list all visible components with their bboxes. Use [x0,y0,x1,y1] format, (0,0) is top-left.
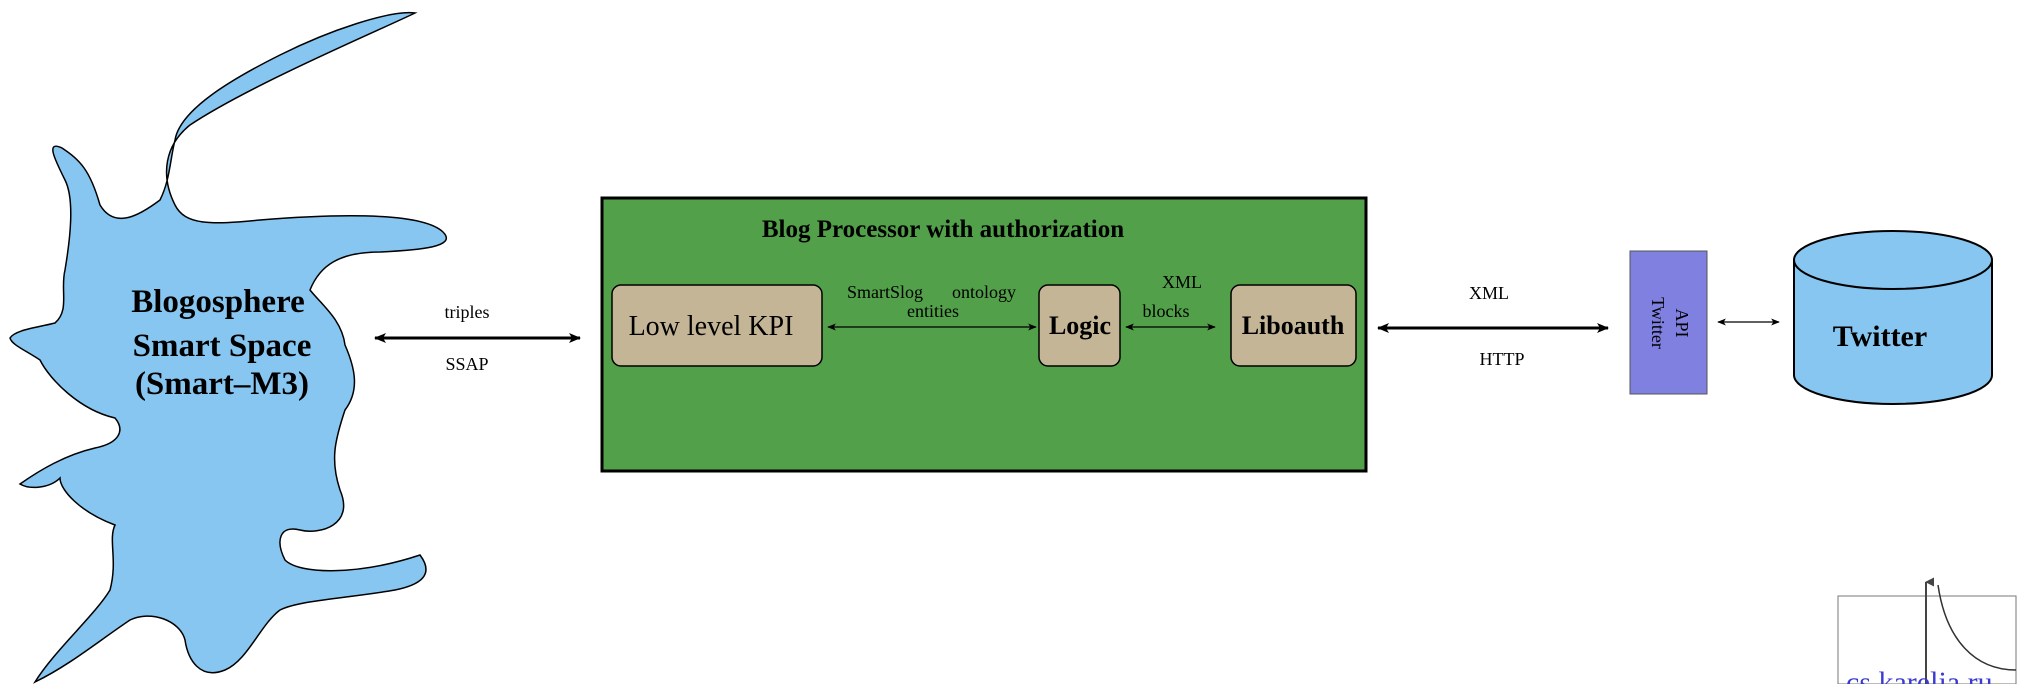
kpi-module-box [611,284,823,367]
logic-module-label: Logic [1049,311,1111,340]
liboauth-module-box [1230,284,1357,367]
http-link-top-label: XML [1469,283,1509,303]
blog-processor-title: Blog Processor with authorization [762,216,1124,243]
smart-space-blob [9,11,447,684]
kpi-logic-top-left-label: SmartSlog [847,282,923,302]
cs-karelia-logo: cs.karelia.ru [1837,577,2017,684]
twitter-api-label-line2: Twitter [1648,297,1668,349]
twitter-api-node: API Twitter [1629,250,1708,395]
smart-space-node: Blogosphere Smart Space (Smart–M3) [9,11,447,684]
kpi-module-label: Low level KPI [629,311,794,342]
logo-curve [1937,584,2017,671]
http-link-bottom-label: HTTP [1480,349,1525,369]
smart-space-title-line3: (Smart–M3) [135,366,309,402]
twitter-label: Twitter [1833,320,1927,353]
twitter-cylinder-top [1793,230,1993,290]
ssap-link-bottom-label: SSAP [445,354,488,374]
twitter-api-label-line1: API [1672,308,1692,337]
ssap-link: triples SSAP [374,302,581,374]
logo-text: cs.karelia.ru [1846,666,1993,684]
logic-module-box [1038,284,1121,367]
smart-space-title-line2: Smart Space [133,328,312,364]
logic-liboauth-bottom-label: blocks [1143,301,1190,321]
smart-space-title-line1: Blogosphere [131,284,305,320]
blog-processor-node: Blog Processor with authorization Low le… [600,196,1368,473]
kpi-logic-bottom-label: entities [907,301,959,321]
logic-liboauth-top-label: XML [1162,272,1202,292]
twitter-node: Twitter [1793,230,1993,405]
ssap-link-top-label: triples [445,302,490,322]
liboauth-module-label: Liboauth [1242,311,1345,340]
twitter-cylinder-body [1793,259,1993,405]
kpi-logic-top-right-label: ontology [952,282,1016,302]
http-link: XML HTTP [1377,283,1609,369]
twitter-api-box [1629,250,1708,395]
